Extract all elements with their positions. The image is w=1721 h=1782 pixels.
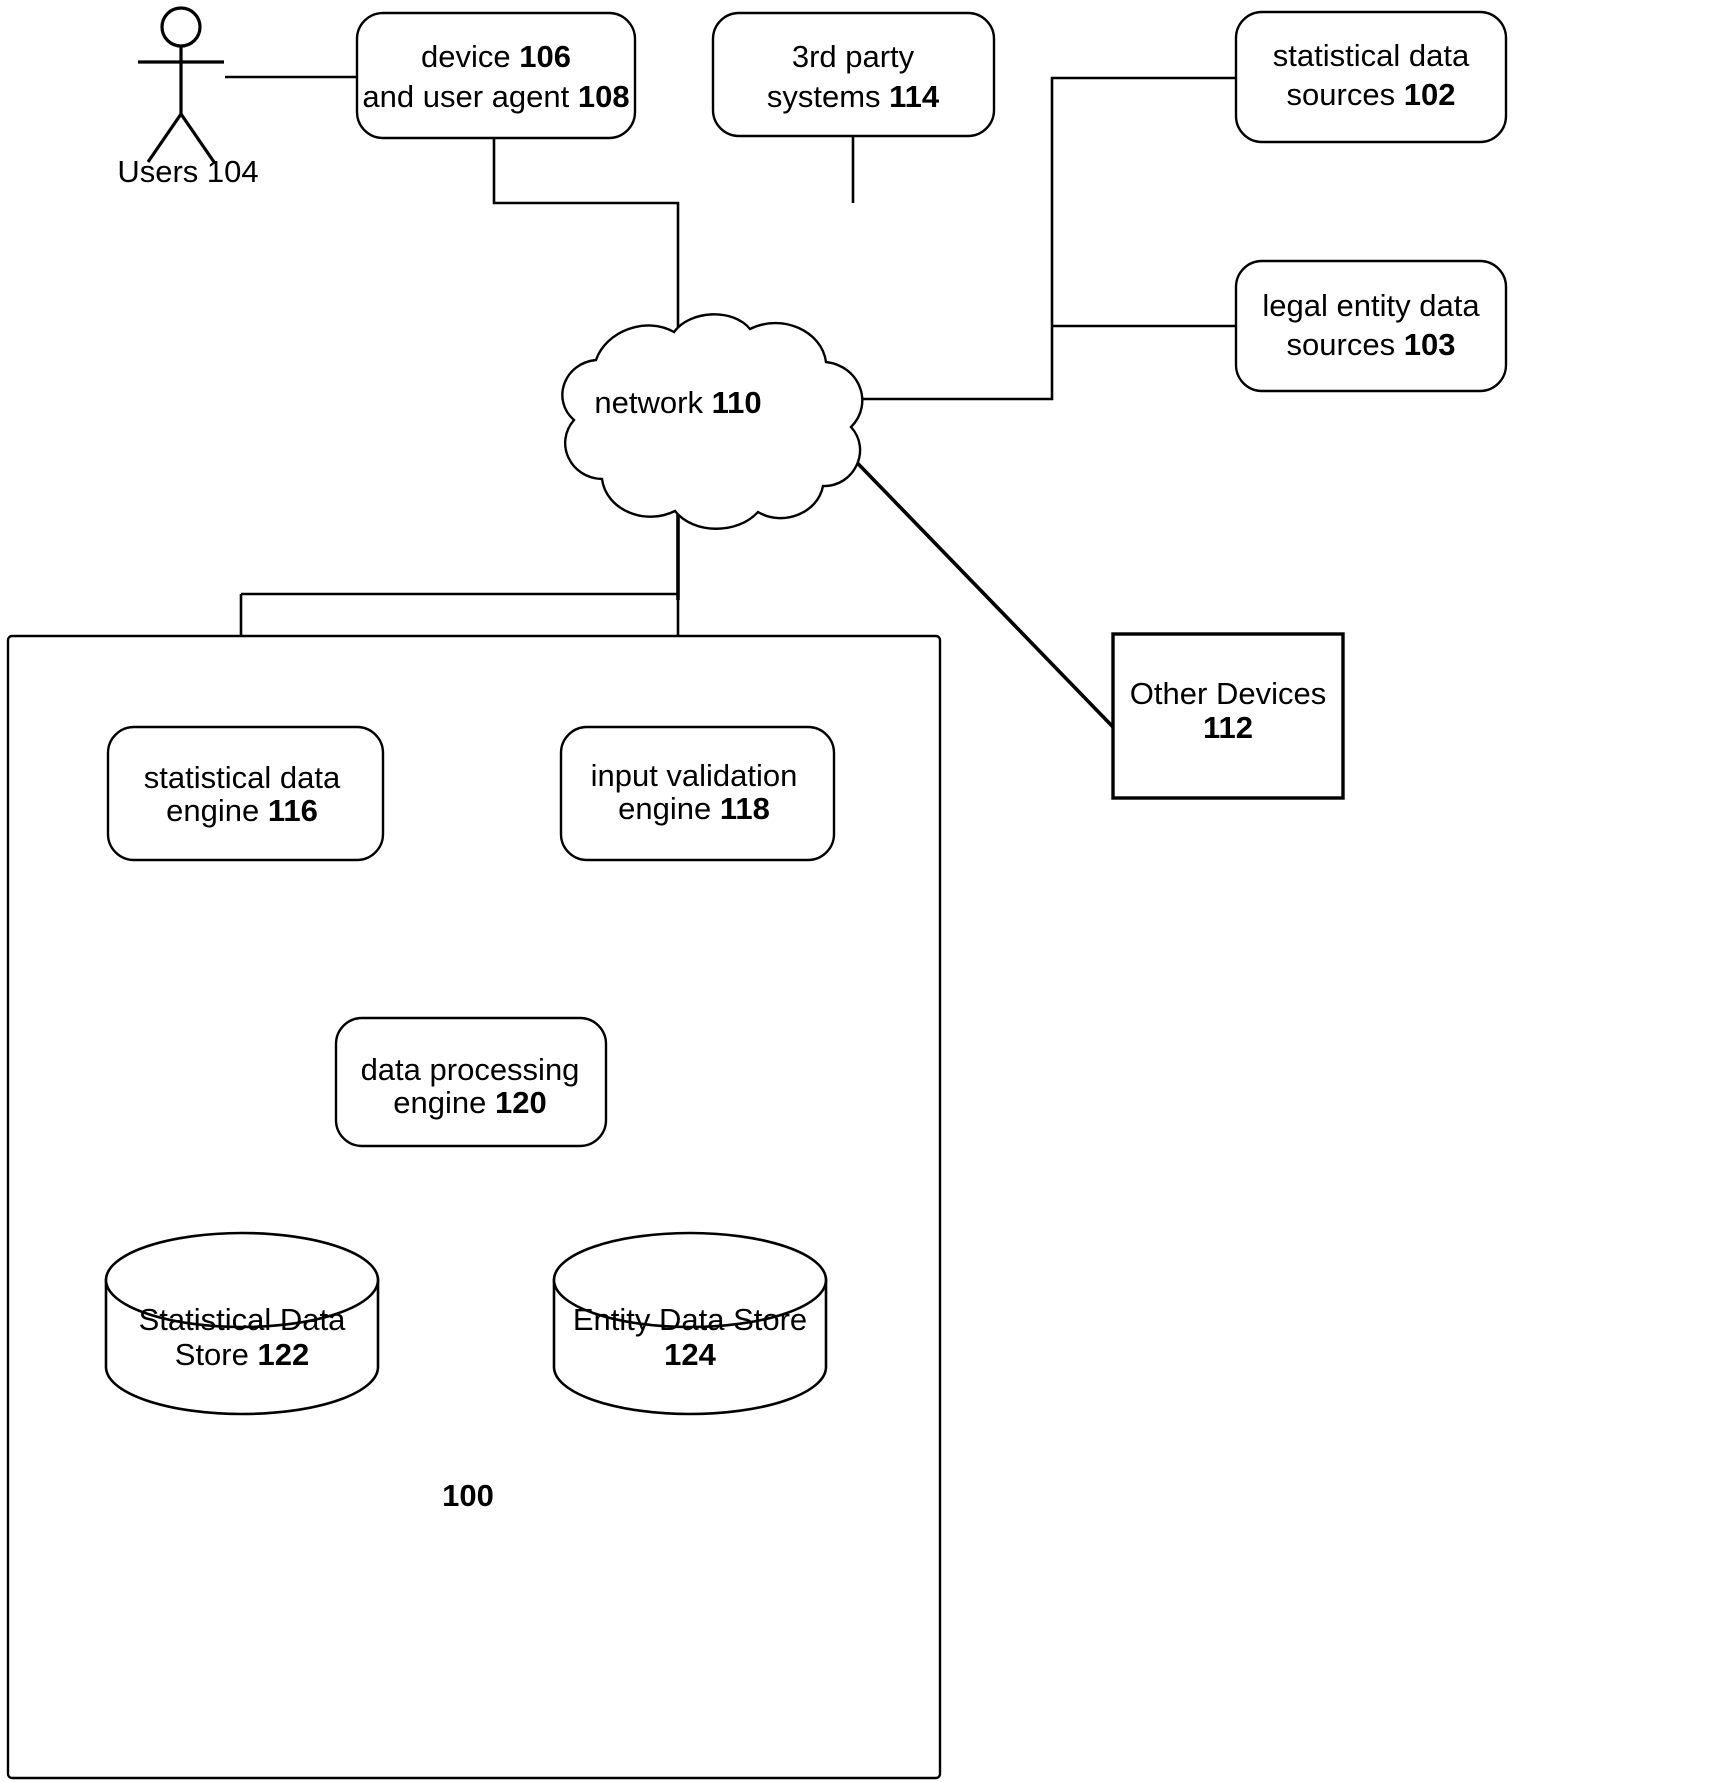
- connector-device-to-network: [492, 138, 680, 360]
- input-validation-engine-label-2: engine 118: [618, 791, 770, 826]
- statistical-data-store-label-2: Store 122: [175, 1337, 309, 1372]
- device-node-label: device 106: [421, 39, 571, 74]
- statistical-data-store-cylinder[interactable]: [104, 1231, 380, 1416]
- users-actor-label: Users 104: [117, 154, 258, 189]
- other-devices-node-box[interactable]: [1111, 632, 1345, 800]
- device-node-label-2: and user agent 108: [362, 79, 629, 114]
- data-processing-engine-node-box[interactable]: [334, 1016, 608, 1148]
- data-processing-engine-label: data processing: [361, 1052, 580, 1087]
- entity-data-store-ref: 124: [664, 1337, 716, 1372]
- statistical-data-sources-label: statistical data: [1273, 38, 1470, 73]
- statistical-data-engine-label-2: engine 116: [166, 793, 318, 828]
- actor-head-icon: [160, 6, 202, 48]
- connector-network-to-other-devices: [836, 441, 1115, 729]
- system-ref-100: 100: [442, 1478, 494, 1513]
- network-cloud-shape[interactable]: [561, 313, 864, 530]
- third-party-systems-node-box[interactable]: [711, 11, 996, 138]
- connector-statsources-to-network: [861, 76, 1236, 401]
- input-validation-engine-node-box[interactable]: [559, 725, 836, 862]
- other-devices-label: Other Devices: [1130, 676, 1326, 711]
- legal-entity-data-sources-node-box[interactable]: [1234, 259, 1508, 393]
- legal-entity-data-sources-label-2: sources 103: [1287, 327, 1456, 362]
- statistical-data-sources-label-2: sources 102: [1287, 77, 1456, 112]
- third-party-systems-label: 3rd party: [792, 39, 915, 74]
- statistical-data-store-label: Statistical Data: [139, 1302, 347, 1337]
- statistical-data-engine-label: statistical data: [144, 760, 341, 795]
- input-validation-engine-label: input validation: [591, 758, 798, 793]
- network-cloud-label: network 110: [594, 385, 761, 420]
- entity-data-store-label: Entity Data Store: [573, 1302, 807, 1337]
- device-node-box[interactable]: [355, 11, 637, 140]
- system-container-100: [6, 634, 942, 1780]
- third-party-systems-label-2: systems 114: [767, 79, 940, 114]
- users-actor: [138, 6, 224, 163]
- entity-data-store-cylinder[interactable]: [552, 1231, 828, 1416]
- statistical-data-engine-node-box[interactable]: [106, 725, 385, 862]
- actor-legs-icon: [146, 113, 216, 163]
- legal-entity-data-sources-label: legal entity data: [1262, 288, 1480, 323]
- statistical-data-sources-node-box[interactable]: [1234, 10, 1508, 144]
- other-devices-ref: 112: [1203, 710, 1253, 745]
- data-processing-engine-label-2: engine 120: [393, 1085, 546, 1120]
